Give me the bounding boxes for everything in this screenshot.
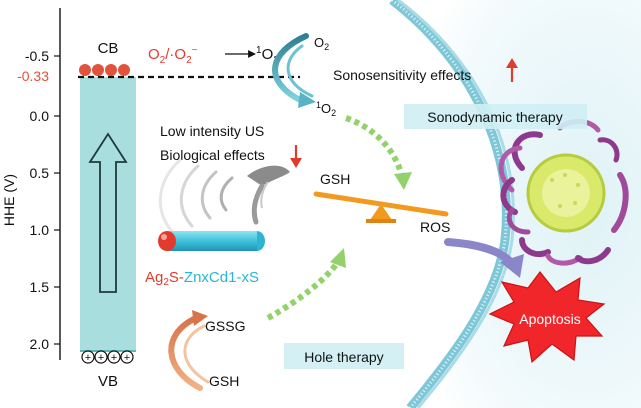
us-label-line2: Biological effects [160, 147, 265, 163]
vb-label: VB [98, 373, 118, 390]
gssg-label: GSSG [205, 318, 245, 334]
o2-reaction-label: O2/·O2− 1O2 [148, 45, 279, 66]
balance-gsh-label: GSH [320, 171, 350, 187]
o2-conversion-arrow [286, 44, 314, 98]
seesaw-icon [313, 191, 449, 223]
gsh-oxidation-flow-arrow [266, 260, 341, 321]
gsh-oxidation-flow-arrowhead [330, 248, 346, 268]
vb-holes [81, 350, 134, 364]
cell-membrane-dots [391, 0, 508, 408]
ros-flow-arrowhead [394, 172, 412, 190]
hole-therapy-label: Hole therapy [304, 349, 383, 365]
gsh-to-gssg-arrow [183, 324, 210, 384]
ultrasound-wave-icon [159, 158, 234, 236]
o2-conversion-arrowhead [298, 92, 316, 108]
nucleolus [542, 169, 590, 217]
down-arrow-icon [290, 145, 302, 168]
hole-symbol: + [111, 352, 117, 364]
ros-to-apoptosis-arrowhead [500, 254, 524, 278]
nucleus-pores [550, 173, 580, 208]
hole-symbol: + [124, 352, 130, 364]
apoptosis-burst: Apoptosis [488, 271, 606, 364]
cb-label: CB [98, 40, 119, 57]
cb-electrons [79, 64, 130, 76]
svg-text:O2/·O2−: O2/·O2− [148, 45, 198, 66]
tick-label: 0.0 [30, 108, 50, 124]
sdt-section: O2 1O2 Sonosensitivity effects Sonodynam… [272, 33, 587, 190]
cell-membrane-inner [397, 0, 515, 408]
balance-ros-label: ROS [420, 219, 450, 235]
y-axis-title: HHE (V) [1, 174, 17, 226]
o2-label: O2 [314, 35, 329, 52]
excitation-arrow [88, 132, 128, 293]
hole-therapy-section: GSSG GSH Hole therapy [168, 248, 404, 391]
tick-label: 2.0 [30, 336, 50, 352]
sdt-label-box [404, 104, 587, 129]
sdt-label: Sonodynamic therapy [427, 109, 562, 125]
singlet-oxygen-label: 1O2 [316, 100, 336, 118]
o2-conversion-arrow [272, 33, 309, 103]
gsh-to-gssg-arrowhead [192, 310, 208, 326]
band-diagram: -0.5 0.0 0.5 1.0 1.5 2.0 -0.33 HHE (V) C… [1, 8, 300, 390]
hole-symbol: + [85, 352, 91, 364]
nanorod-label: Ag2S-ZnxCd1-xS [145, 269, 259, 288]
y-ticks [54, 55, 60, 345]
tick-label: -0.5 [25, 48, 49, 64]
apoptosis-label: Apoptosis [519, 311, 580, 327]
balance-section: GSH ROS [313, 171, 524, 278]
cell [389, 0, 641, 408]
ros-flow-arrow [344, 115, 405, 177]
band-gap [80, 77, 136, 351]
hole-therapy-label-box [284, 343, 404, 369]
tick-label: 1.0 [30, 222, 50, 238]
gsh-label: GSH [209, 373, 239, 389]
up-arrow-icon [506, 58, 518, 82]
tick-label: 0.5 [30, 165, 50, 181]
hole-symbol: + [98, 352, 104, 364]
golgi-apparatus [498, 119, 629, 266]
burst-shape [488, 271, 606, 364]
cb-potential-label: -0.33 [17, 68, 49, 84]
gsh-to-gssg-arrow [168, 315, 203, 391]
tick-label: 1.5 [30, 279, 50, 295]
ultrasound-section: Low intensity US Biological effects A [145, 123, 302, 288]
sonosensitivity-label: Sonosensitivity effects [333, 67, 471, 83]
us-label-line1: Low intensity US [160, 123, 264, 139]
ultrasound-probe-icon [247, 165, 290, 225]
nanorod-icon [158, 231, 265, 251]
